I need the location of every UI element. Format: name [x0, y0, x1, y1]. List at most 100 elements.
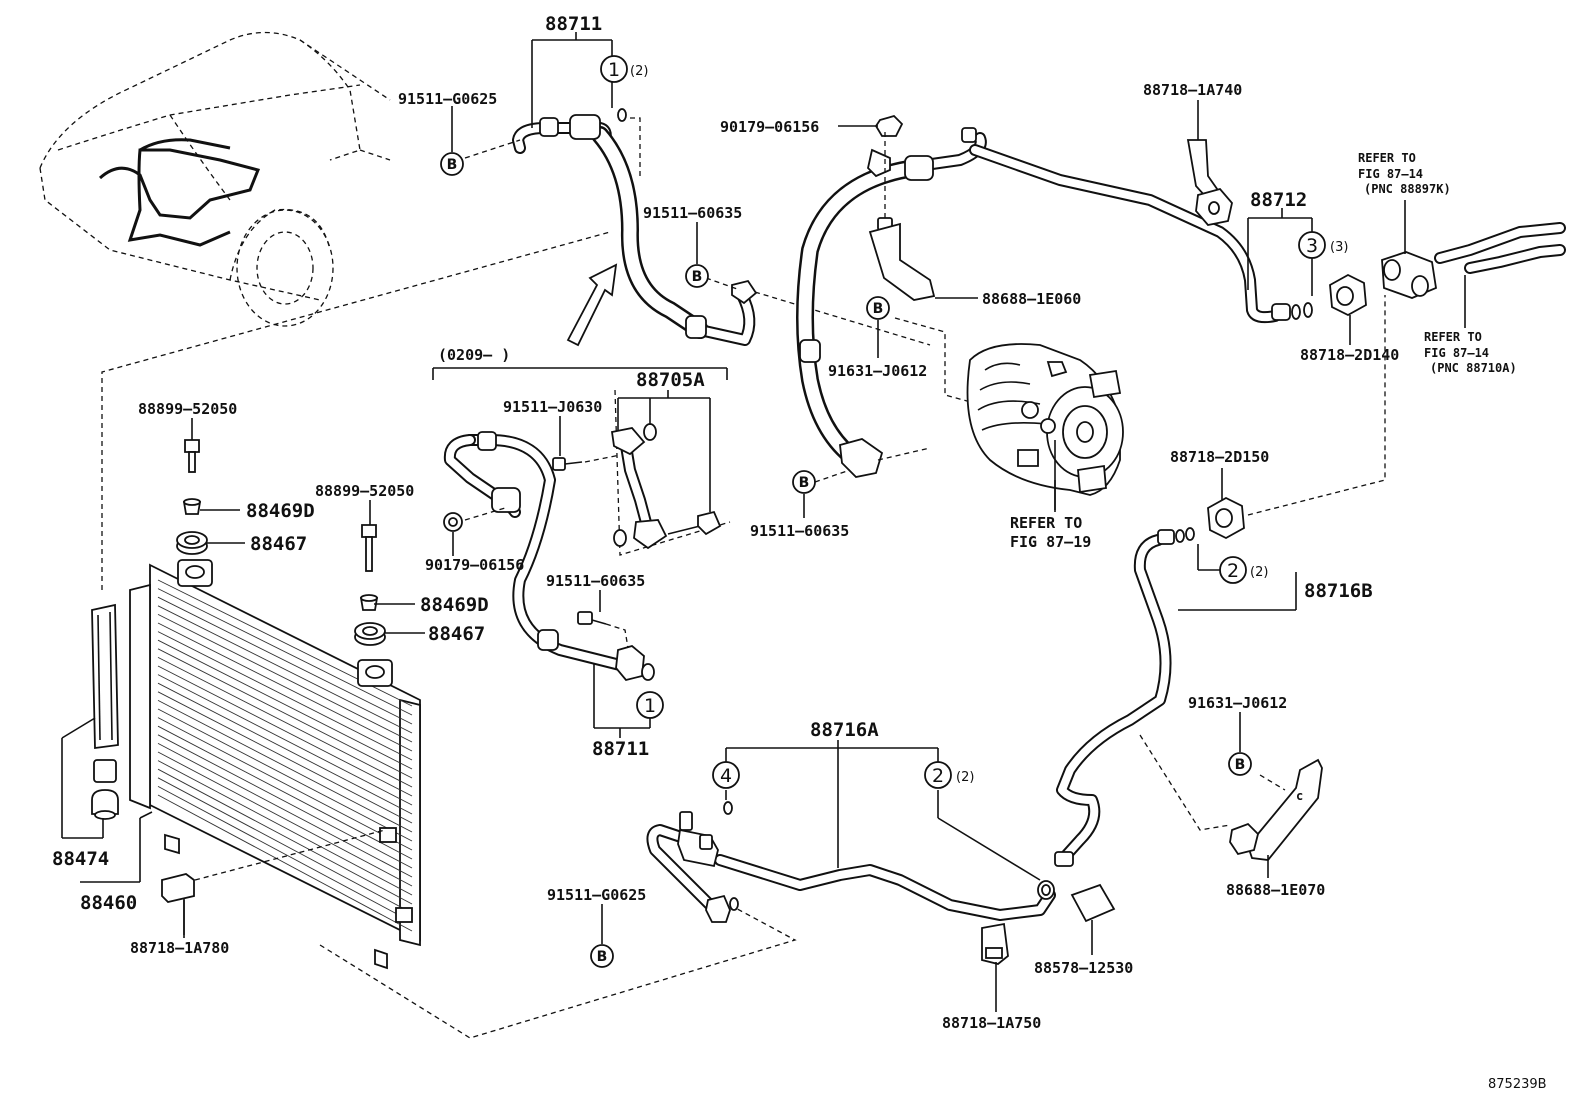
condenser-fin	[157, 639, 413, 770]
condenser-fin	[157, 588, 413, 716]
b-marker-3: B	[873, 301, 884, 317]
label-88899-52050-b: 88899–52050	[315, 482, 414, 500]
b-marker-1: B	[447, 157, 458, 173]
fitting-refer-87-14-icon	[1381, 222, 1566, 299]
label-90179-06156-top: 90179–06156	[720, 118, 819, 136]
label-88718-1a780: 88718–1A780	[130, 939, 229, 957]
condenser-fin	[157, 717, 413, 851]
qty-callout-1-top: (2)	[630, 64, 648, 79]
cushion-88467-lower	[354, 622, 386, 646]
label-88705a: 88705A	[636, 369, 705, 391]
label-refer-14a-2: FIG 87–14	[1358, 167, 1423, 181]
vehicle-outline-icon	[39, 31, 391, 327]
condenser-fin	[157, 708, 413, 842]
label-refer-14a-3: (PNC 88897K)	[1364, 182, 1451, 196]
label-refer-14b-2: FIG 87–14	[1424, 346, 1489, 360]
receiver-side-panel	[91, 603, 119, 750]
clamp-88718-1a780-icon	[161, 873, 195, 935]
bolt-88899-lower-icon	[361, 524, 377, 572]
condenser-fin	[157, 622, 413, 752]
condenser-fin	[157, 605, 413, 734]
bracket-88718-1a740-icon	[1186, 139, 1233, 226]
label-88712: 88712	[1250, 189, 1307, 211]
dryer-cap-icon	[91, 759, 119, 820]
discharge-hose-88711	[512, 108, 758, 346]
label-88467-a: 88467	[250, 533, 307, 555]
condenser-fin	[157, 777, 413, 914]
condenser-fin	[157, 691, 413, 824]
compressor-icon	[966, 343, 1124, 510]
callout-circles: 1 (2) 1 3 (3) 2 (2) 4 2 (2) B B B B B B	[440, 55, 1348, 968]
pipe-88712	[969, 144, 1313, 324]
pipe-88716a	[646, 801, 1056, 923]
condenser-fin	[157, 786, 413, 923]
label-88718-2d150: 88718–2D150	[1170, 448, 1269, 466]
cushion-88469d-upper	[182, 498, 202, 515]
label-91511-60635-b: 91511–60635	[546, 572, 645, 590]
direction-arrow-icon	[566, 263, 618, 347]
condenser-fin	[157, 674, 413, 806]
bracket-88718-1a750-icon	[981, 922, 1009, 965]
condenser-fin	[157, 665, 413, 797]
cap-88718-2d140-icon	[1329, 273, 1367, 317]
label-88474: 88474	[52, 848, 109, 870]
cushion-88578-12530-icon	[1070, 883, 1116, 923]
qty-callout-3: (3)	[1330, 240, 1348, 255]
condenser-assembly	[129, 559, 421, 970]
figure-id: 875239B	[1488, 1077, 1547, 1092]
condenser-fin	[157, 794, 413, 932]
label-refer-87-19-b: FIG 87–19	[1010, 533, 1091, 551]
bolt-88899-upper-icon	[184, 439, 200, 473]
condenser-fin	[157, 760, 413, 896]
condenser-fin	[157, 751, 413, 887]
cushion-88467-upper	[176, 531, 208, 555]
label-refer-14b-3: (PNC 88710A)	[1430, 361, 1517, 375]
label-88688-1e060: 88688–1E060	[982, 290, 1081, 308]
callout-2-bottom: 2	[932, 765, 944, 787]
label-88578-12530: 88578–12530	[1034, 959, 1133, 977]
condenser-fin	[157, 743, 413, 878]
svg-text:c: c	[1296, 789, 1303, 803]
label-refer-87-19-a: REFER TO	[1010, 514, 1082, 532]
label-91511-60635-a: 91511–60635	[643, 204, 742, 222]
condenser-fin	[157, 656, 413, 788]
condenser-fin	[157, 700, 413, 833]
label-88688-1e070: 88688–1E070	[1226, 881, 1325, 899]
label-88716a: 88716A	[810, 719, 879, 741]
cushion-88469d-lower	[359, 594, 379, 611]
label-refer-14a-1: REFER TO	[1358, 151, 1416, 165]
label-91511-j0630: 91511–J0630	[503, 398, 602, 416]
label-88711-top: 88711	[545, 13, 602, 35]
label-90179-06156-mid: 90179–06156	[425, 556, 524, 574]
callout-2-right: 2	[1227, 560, 1239, 582]
label-88899-52050-a: 88899–52050	[138, 400, 237, 418]
label-88469d-a: 88469D	[246, 500, 315, 522]
callout-4: 4	[720, 765, 732, 787]
b-marker-4: B	[799, 475, 810, 491]
qty-callout-2-right: (2)	[1250, 565, 1268, 580]
label-91631-j0612-a: 91631–J0612	[828, 362, 927, 380]
label-88467-b: 88467	[428, 623, 485, 645]
bolt-90179-top-icon	[874, 114, 904, 137]
condenser-fin	[157, 648, 413, 779]
label-88711-mid: 88711	[592, 738, 649, 760]
leader-lines	[61, 32, 1466, 1012]
bolt-91511-60635-mid-icon	[577, 611, 607, 625]
suction-hose-upper	[796, 127, 987, 478]
part-labels: 88711 91511–G0625 91511–60635 (0209– ) 8…	[52, 13, 1547, 1092]
label-88460: 88460	[80, 892, 137, 914]
condenser-fin	[157, 596, 413, 725]
label-88718-1a750: 88718–1A750	[942, 1014, 1041, 1032]
label-91511-60635-c: 91511–60635	[750, 522, 849, 540]
b-marker-6: B	[597, 949, 608, 965]
condenser-fin	[157, 682, 413, 815]
label-88718-1a740: 88718–1A740	[1143, 81, 1242, 99]
condenser-fin	[157, 613, 413, 743]
pipe-88716b	[1054, 527, 1195, 867]
label-0209: (0209– )	[438, 346, 510, 364]
cap-88718-2d150-icon	[1207, 496, 1245, 540]
qty-callout-2-bottom: (2)	[956, 770, 974, 785]
label-88716b: 88716B	[1304, 580, 1373, 602]
nut-90179-mid-icon	[443, 512, 463, 532]
condenser-fin	[157, 734, 413, 869]
